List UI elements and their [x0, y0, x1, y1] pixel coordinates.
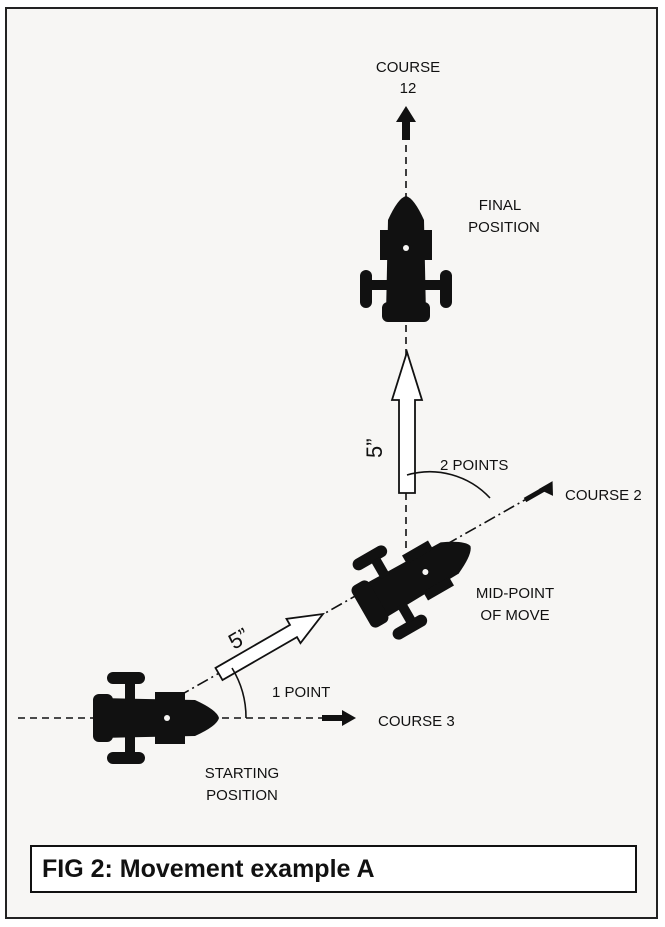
two-points-label: 2 POINTS: [440, 457, 508, 474]
ship-mid-point-icon: [338, 506, 494, 649]
starting-position-label-line2: POSITION: [206, 787, 278, 804]
figure-caption: FIG 2: Movement example A: [42, 854, 375, 883]
diagonal-track: [139, 496, 531, 719]
figure-frame: [5, 7, 658, 919]
one-point-label: 1 POINT: [272, 684, 330, 701]
move-arrow-vertical: [390, 348, 424, 494]
final-position-label-line1: FINAL: [479, 197, 522, 214]
one-point-arc: [231, 667, 247, 719]
course-12-label-line1: COURSE: [376, 59, 440, 76]
course-3-arrow-icon: [322, 710, 356, 726]
course-2-label: COURSE 2: [565, 487, 642, 504]
mid-point-label-line1: MID-POINT: [476, 585, 554, 602]
ship-final-position-icon: [360, 196, 452, 322]
mid-point-label-line2: OF MOVE: [480, 607, 549, 624]
course-2-arrow-icon: [523, 481, 553, 503]
final-position-label-line2: POSITION: [468, 219, 540, 236]
two-points-arc: [406, 470, 491, 499]
caption-box: FIG 2: Movement example A: [30, 845, 637, 893]
course-3-label: COURSE 3: [378, 713, 455, 730]
course-12-label-line2: 12: [400, 80, 417, 97]
ship-starting-position-icon: [93, 672, 219, 764]
move-distance-upper: 5”: [362, 438, 387, 458]
course-12-arrow-icon: [396, 106, 416, 140]
starting-position-label-line1: STARTING: [205, 765, 279, 782]
